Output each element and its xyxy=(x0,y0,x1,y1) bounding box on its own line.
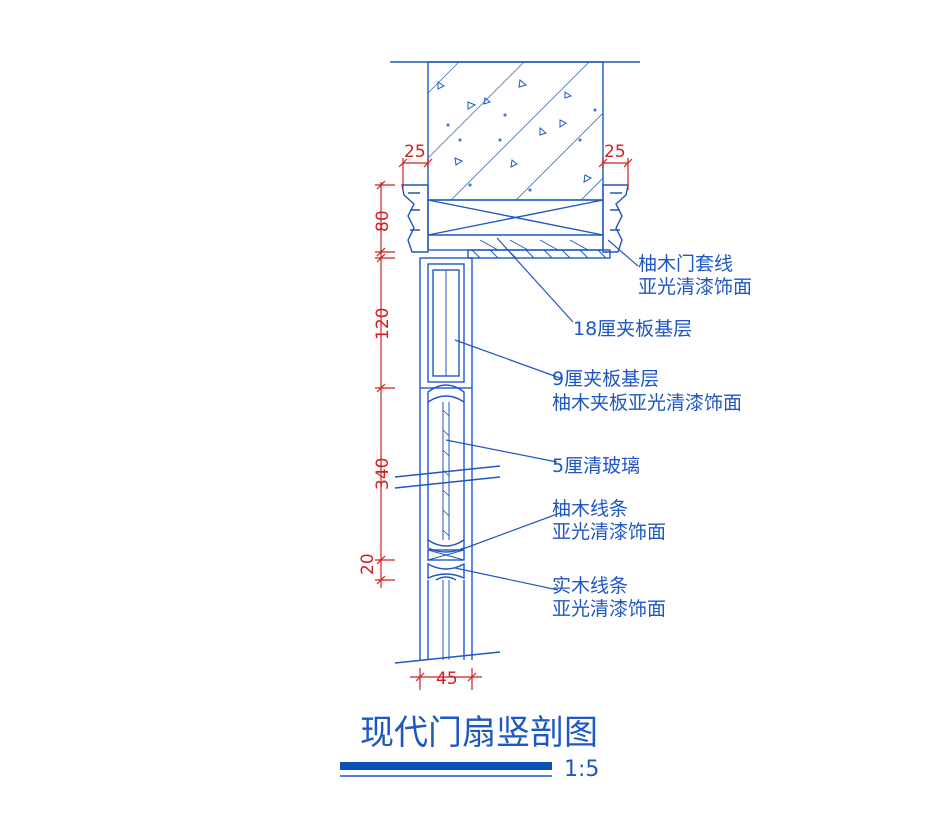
drawing-title: 现代门扇竖剖图 xyxy=(360,713,598,753)
annotation-plywood-18: 18厘夹板基层 xyxy=(573,318,692,340)
annotation-glass: 5厘清玻璃 xyxy=(552,455,640,477)
annotation-teak-bead-2: 亚光清漆饰面 xyxy=(552,521,666,543)
break-lines xyxy=(394,465,501,664)
leader-lines xyxy=(445,237,639,591)
annotation-plywood-9-2: 柚木夹板亚光清漆饰面 xyxy=(552,392,742,414)
dim-bottom: 45 xyxy=(436,669,458,689)
annotations: 柚木门套线 亚光清漆饰面 18厘夹板基层 9厘夹板基层 柚木夹板亚光清漆饰面 5… xyxy=(552,253,752,620)
dim-340: 340 xyxy=(373,458,393,490)
dim-120: 120 xyxy=(373,308,393,340)
dim-20: 20 xyxy=(358,553,378,575)
dimension-labels: 25 25 80 120 340 20 45 xyxy=(358,142,626,689)
concrete-aggregate xyxy=(437,79,597,192)
dimension-lines xyxy=(375,158,633,690)
annotation-solid-bead-2: 亚光清漆饰面 xyxy=(552,598,666,620)
annotation-teak-bead-1: 柚木线条 xyxy=(552,498,628,520)
dim-top-right: 25 xyxy=(604,142,626,162)
door-frame xyxy=(401,184,629,259)
drawing-scale: 1:5 xyxy=(564,757,599,782)
wall-section xyxy=(390,61,640,201)
dim-top-left: 25 xyxy=(404,142,426,162)
door-leaf xyxy=(419,257,473,660)
annotation-solid-bead-1: 实木线条 xyxy=(552,575,628,597)
dim-80: 80 xyxy=(373,210,393,232)
title-block: 现代门扇竖剖图 1:5 xyxy=(340,713,599,782)
title-bar xyxy=(340,762,552,770)
annotation-trim-2: 亚光清漆饰面 xyxy=(638,276,752,298)
annotation-plywood-9-1: 9厘夹板基层 xyxy=(552,368,659,390)
annotation-trim-1: 柚木门套线 xyxy=(638,253,733,275)
